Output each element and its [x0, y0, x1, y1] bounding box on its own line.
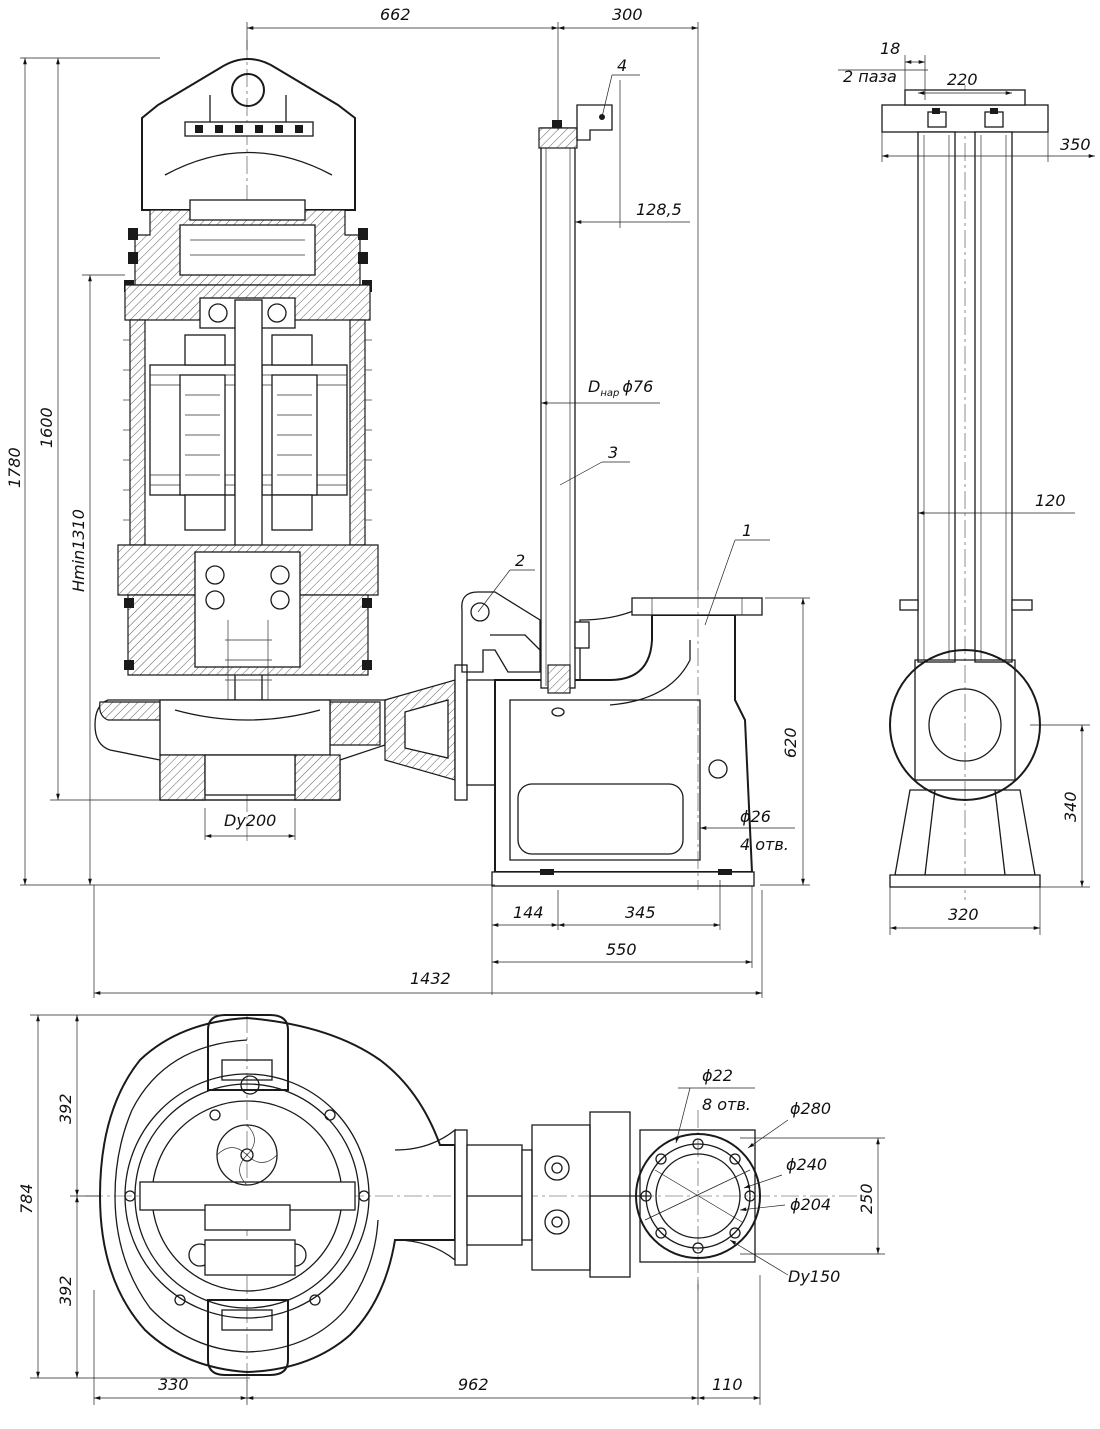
callout-4: 4 — [617, 56, 627, 75]
dim-dy150: Dy150 — [788, 1267, 840, 1286]
dim-128-5: 128,5 — [636, 200, 682, 219]
dim-144: 144 — [513, 903, 544, 922]
dim-392-bottom: 392 — [56, 1275, 75, 1306]
dim-1432: 1432 — [410, 969, 451, 988]
dim-340: 340 — [1061, 791, 1080, 822]
dim-350: 350 — [1060, 135, 1091, 154]
dim-620: 620 — [781, 727, 800, 758]
dim-1600: 1600 — [37, 407, 56, 448]
dim-phi240: ϕ240 — [786, 1155, 827, 1174]
dim-phi22: ϕ22 — [702, 1066, 733, 1085]
dim-2-slots: 2 паза — [843, 67, 897, 86]
dim-784: 784 — [17, 1183, 36, 1214]
dim-4-holes: 4 отв. — [740, 835, 789, 854]
dim-18: 18 — [880, 39, 900, 58]
dim-phi26: ϕ26 — [740, 807, 771, 826]
dim-phi280: ϕ280 — [790, 1099, 831, 1118]
dim-hmin: Hmin1310 — [69, 509, 88, 592]
plan-view — [85, 1014, 870, 1385]
dim-320: 320 — [948, 905, 979, 924]
dim-392-top: 392 — [56, 1093, 75, 1124]
callout-1: 1 — [742, 521, 752, 540]
dim-8-holes: 8 отв. — [702, 1095, 751, 1114]
dim-dy200: Dy200 — [224, 811, 276, 830]
side-view — [881, 85, 1049, 900]
dim-1780: 1780 — [5, 447, 24, 488]
dim-330: 330 — [158, 1375, 189, 1394]
part-callouts: 1 2 3 4 — [515, 56, 752, 570]
dnar-subscript: нар — [600, 388, 619, 399]
dim-250: 250 — [857, 1183, 876, 1214]
dim-120: 120 — [1035, 491, 1066, 510]
dim-220: 220 — [947, 70, 978, 89]
dim-300: 300 — [612, 5, 643, 24]
callout-2: 2 — [515, 551, 525, 570]
dim-345: 345 — [625, 903, 656, 922]
dim-110: 110 — [712, 1375, 743, 1394]
dnar-value: ϕ76 — [622, 377, 653, 396]
dimension-lines — [20, 22, 1095, 1405]
dim-550: 550 — [606, 940, 637, 959]
dim-phi204: ϕ204 — [790, 1195, 831, 1214]
dim-962: 962 — [458, 1375, 489, 1394]
dim-662: 662 — [380, 5, 411, 24]
callout-3: 3 — [608, 443, 618, 462]
front-section-view — [94, 40, 763, 890]
dnar-symbol: D — [588, 377, 600, 396]
